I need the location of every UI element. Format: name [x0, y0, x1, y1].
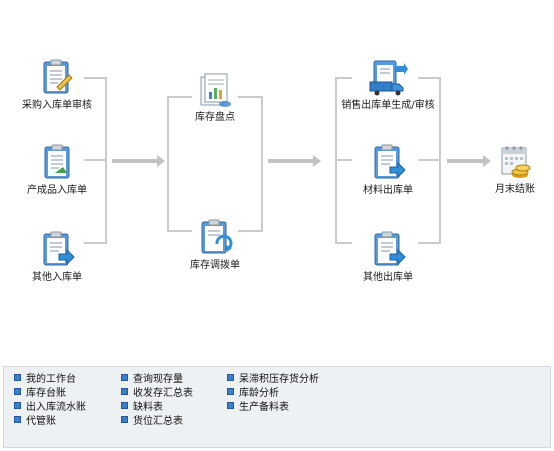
link-shortage-report[interactable]: 缺料表: [121, 401, 193, 415]
node-label: 月末结账: [495, 184, 535, 195]
bullet-icon: [14, 402, 21, 409]
bullet-icon: [121, 402, 128, 409]
link-custody-account[interactable]: 代管账: [14, 415, 86, 429]
quick-links-col-1: 我的工作台 库存台账 出入库流水账 代管账: [14, 373, 86, 429]
inventory-flow-diagram: 采购入库单审核 产成品入库单 其他入库单: [7, 58, 554, 284]
bullet-icon: [14, 416, 21, 423]
node-material-out[interactable]: 材料出库单: [338, 143, 438, 197]
bullet-icon: [121, 388, 128, 395]
arrow-1-shaft: [112, 159, 157, 163]
bracket-count-left: [167, 96, 192, 232]
calendar-coins-icon: [501, 146, 531, 178]
clipboard-truck-icon: [369, 60, 408, 96]
node-label: 销售出库单生成/审核: [341, 100, 435, 111]
clipboard-arrow-icon: [43, 231, 75, 266]
node-sales-out[interactable]: 销售出库单生成/审核: [338, 58, 438, 112]
arrow-3-head: [483, 155, 491, 167]
link-query-on-hand[interactable]: 查询现存量: [121, 373, 193, 387]
node-finished-goods-in[interactable]: 产成品入库单: [7, 143, 107, 197]
link-receipt-issue-summary[interactable]: 收发存汇总表: [121, 387, 193, 401]
bullet-icon: [227, 374, 234, 381]
link-aging-analysis[interactable]: 库龄分析: [227, 387, 319, 401]
arrow-2-head: [313, 155, 321, 167]
bullet-icon: [227, 402, 234, 409]
node-other-out[interactable]: 其他出库单: [338, 230, 438, 284]
node-label: 其他入库单: [32, 272, 82, 283]
arrow-3-shaft: [447, 159, 483, 163]
document-chart-icon: [200, 73, 231, 107]
bullet-icon: [121, 374, 128, 381]
flow-connectors: [84, 77, 491, 244]
clipboard-arrow-icon: [374, 231, 406, 266]
node-purchase-in-review[interactable]: 采购入库单审核: [7, 58, 107, 112]
node-label: 库存调拨单: [190, 260, 240, 271]
node-month-end[interactable]: 月末结账: [465, 142, 554, 196]
arrow-1-head: [157, 155, 165, 167]
quick-links-col-2: 查询现存量 收发存汇总表 缺料表 货位汇总表: [121, 373, 193, 429]
node-label: 库存盘点: [195, 112, 235, 123]
arrow-2-shaft: [268, 159, 313, 163]
node-label: 产成品入库单: [27, 185, 87, 196]
bracket-count-right: [238, 96, 263, 232]
node-other-in[interactable]: 其他入库单: [7, 230, 107, 284]
clipboard-document-icon: [43, 59, 73, 94]
clipboard-document-icon: [44, 144, 70, 179]
link-my-workbench[interactable]: 我的工作台: [14, 373, 86, 387]
link-production-material-prep[interactable]: 生产备料表: [227, 401, 319, 415]
node-stock-count[interactable]: 库存盘点: [165, 70, 265, 124]
clipboard-arrow-icon: [374, 144, 406, 179]
node-label: 材料出库单: [363, 185, 413, 196]
clipboard-transfer-icon: [201, 219, 233, 254]
node-label: 采购入库单审核: [22, 100, 92, 111]
node-label: 其他出库单: [363, 272, 413, 283]
quick-links-panel: 我的工作台 库存台账 出入库流水账 代管账 查询现存量 收发存汇总表 缺料表 货…: [3, 366, 551, 448]
bullet-icon: [227, 388, 234, 395]
bullet-icon: [14, 374, 21, 381]
bullet-icon: [14, 388, 21, 395]
quick-links-col-3: 呆滞积压存货分析 库龄分析 生产备料表: [227, 373, 319, 415]
node-stock-transfer[interactable]: 库存调拨单: [165, 218, 265, 272]
link-location-summary[interactable]: 货位汇总表: [121, 415, 193, 429]
link-slow-moving-analysis[interactable]: 呆滞积压存货分析: [227, 373, 319, 387]
bullet-icon: [121, 416, 128, 423]
link-in-out-journal[interactable]: 出入库流水账: [14, 401, 86, 415]
link-stock-ledger[interactable]: 库存台账: [14, 387, 86, 401]
